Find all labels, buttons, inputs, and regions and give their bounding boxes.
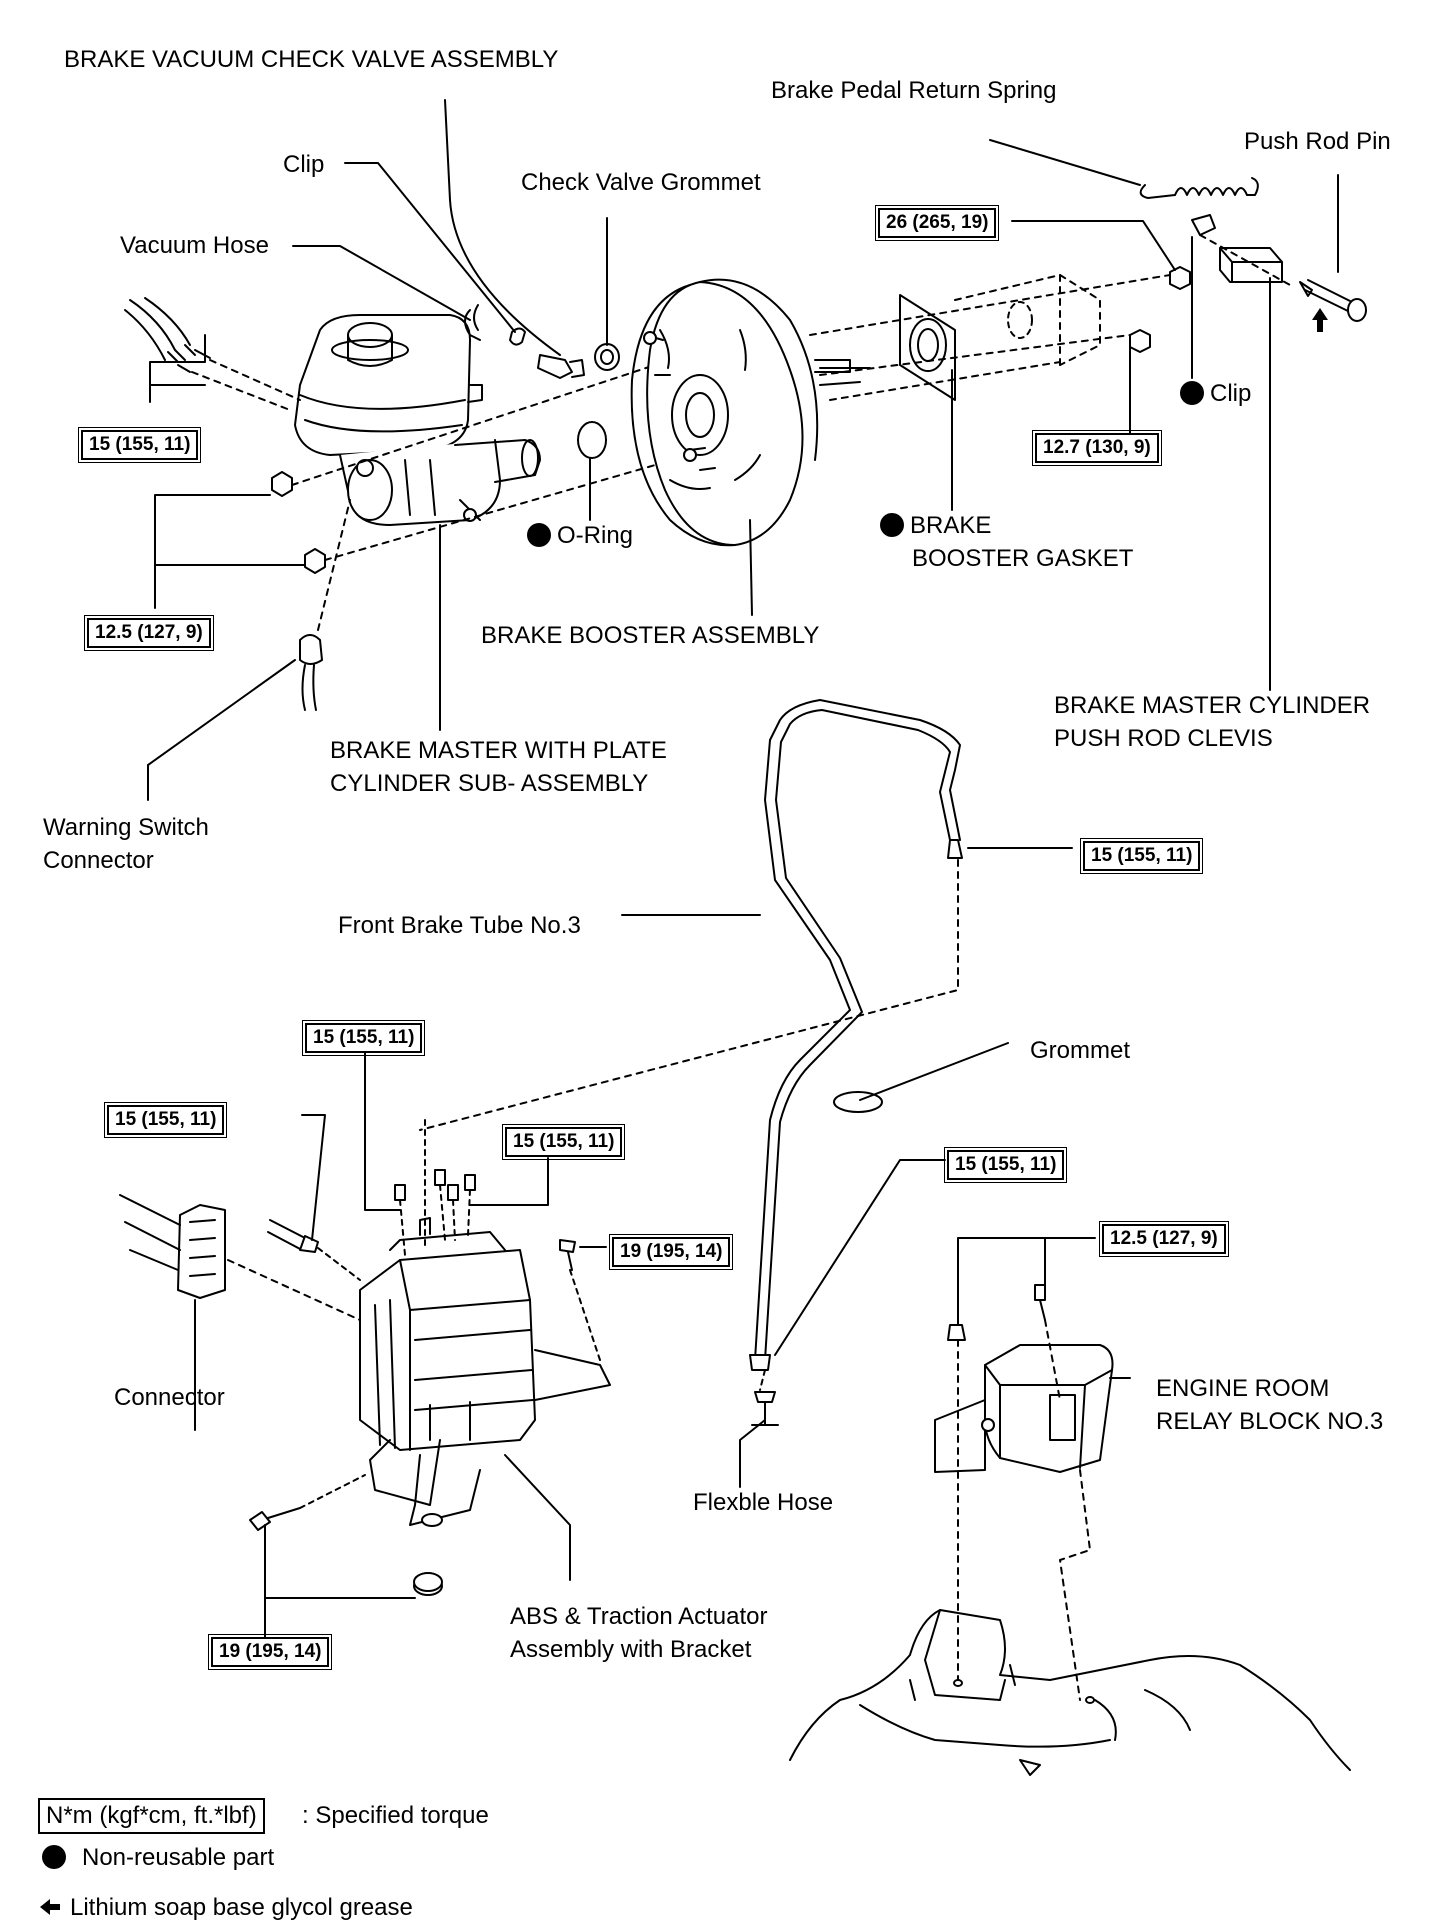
label-brake-booster-gasket: BRAKE [880,510,991,542]
label-push-rod-pin: Push Rod Pin [1244,128,1391,155]
torque-19-abs-bracket-top: 19 (195, 14) [608,1234,734,1270]
label-warning-switch-line2: Connector [43,847,154,874]
legend-grease: Lithium soap base glycol grease [38,1892,413,1924]
torque-12-5-relay-block: 12.5 (127, 9) [1099,1221,1229,1257]
label-brake-master-plate-line2: CYLINDER SUB- ASSEMBLY [330,770,649,797]
grease-arrow-icon [1312,308,1328,332]
label-brake-booster-assembly: BRAKE BOOSTER ASSEMBLY [481,622,820,649]
label-front-brake-tube: Front Brake Tube No.3 [338,912,581,939]
label-clip-top: Clip [283,151,325,178]
label-push-rod-clevis-line1: BRAKE MASTER CYLINDER [1054,692,1371,719]
label-engine-room-relay-line2: RELAY BLOCK NO.3 [1156,1408,1384,1435]
label-engine-room-relay-line1: ENGINE ROOM [1156,1375,1330,1402]
legend-torque-unit: N*m (kgf*cm, ft.*lbf) [38,1798,265,1834]
torque-15-abs-right: 15 (155, 11) [501,1124,626,1160]
legend-non-reusable: Non-reusable part [42,1842,274,1874]
label-brake-master-plate-line1: BRAKE MASTER WITH PLATE [330,737,667,764]
torque-15-abs-left: 15 (155, 11) [103,1102,228,1138]
brake-booster-drawing [630,177,1367,547]
label-o-ring: O-Ring [527,520,633,552]
label-brake-pedal-return-spring: Brake Pedal Return Spring [771,77,1057,104]
label-check-valve-grommet: Check Valve Grommet [521,169,761,196]
torque-12-7-booster-nut: 12.7 (130, 9) [1032,430,1162,466]
label-flexible-hose: Flexble Hose [693,1489,834,1516]
leader-lines [147,99,1339,1641]
relay-block-drawing [789,1284,1351,1776]
front-brake-tube-drawing [419,699,963,1426]
label-brake-booster-gasket-line2: BOOSTER GASKET [912,545,1134,572]
torque-15-flex-hose: 15 (155, 11) [943,1147,1068,1183]
label-vacuum-hose: Vacuum Hose [120,232,269,259]
legend-torque-desc: : Specified torque [302,1802,489,1829]
torque-12-5-master-nuts: 12.5 (127, 9) [84,615,214,651]
non-reusable-dot-icon [880,513,904,537]
torque-15-tube-union: 15 (155, 11) [1079,838,1204,874]
torque-15-master-lines: 15 (155, 11) [77,427,202,463]
torque-26-booster-nut: 26 (265, 19) [874,205,1000,241]
non-reusable-dot-icon [1180,381,1204,405]
label-connector: Connector [114,1384,225,1411]
non-reusable-dot-icon [527,523,551,547]
grease-arrow-icon [40,1899,60,1915]
label-abs-actuator-line1: ABS & Traction Actuator [510,1603,768,1630]
label-push-rod-clevis-line2: PUSH ROD CLEVIS [1054,725,1273,752]
torque-15-abs-center: 15 (155, 11) [301,1020,426,1056]
label-grommet: Grommet [1030,1037,1131,1064]
label-brake-vacuum-check-valve: BRAKE VACUUM CHECK VALVE ASSEMBLY [64,46,559,73]
torque-19-abs-bracket-bottom: 19 (195, 14) [207,1634,333,1670]
label-clip-right: Clip [1180,378,1251,410]
label-abs-actuator-line2: Assembly with Bracket [510,1636,752,1663]
label-warning-switch-line1: Warning Switch [43,814,209,841]
abs-actuator-drawing [119,1119,611,1596]
brake-master-cylinder-drawing [124,297,691,711]
non-reusable-dot-icon [42,1845,66,1869]
